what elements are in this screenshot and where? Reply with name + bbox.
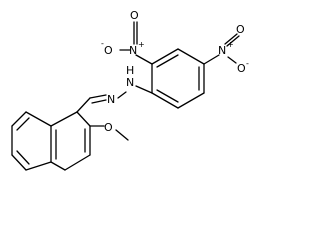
- hydrazone-h: H: [126, 64, 134, 77]
- methoxy-o: O: [104, 121, 113, 134]
- hydrazone-linkage: N H N: [89, 64, 153, 106]
- nitro-group-top: O - N + O: [101, 9, 153, 65]
- nitro-top-o-minus: -: [101, 39, 104, 48]
- nitro-group-right: N + O O -: [203, 23, 249, 75]
- nitro-top-n-plus: +: [138, 40, 145, 49]
- nitro-top-n: N: [129, 44, 137, 57]
- nitro-right-o-bottom: O: [237, 62, 246, 75]
- methoxy-group: O: [89, 121, 129, 141]
- chemical-structure-diagram: O - N + O N + O O - N H N: [11, 9, 249, 171]
- nitro-top-o-right: O: [130, 9, 139, 22]
- hydrazone-nh-n: N: [126, 76, 134, 89]
- nitro-right-o-top: O: [236, 23, 245, 36]
- dinitrophenyl-ring: [151, 48, 205, 109]
- nitro-right-n: N: [218, 44, 226, 57]
- hydrazone-imine-n: N: [107, 93, 115, 106]
- naphthalene-ring-system: [11, 97, 91, 171]
- nitro-right-n-plus: +: [227, 40, 234, 49]
- nitro-right-o-minus: -: [246, 59, 249, 68]
- nitro-top-o-left: O: [104, 44, 113, 57]
